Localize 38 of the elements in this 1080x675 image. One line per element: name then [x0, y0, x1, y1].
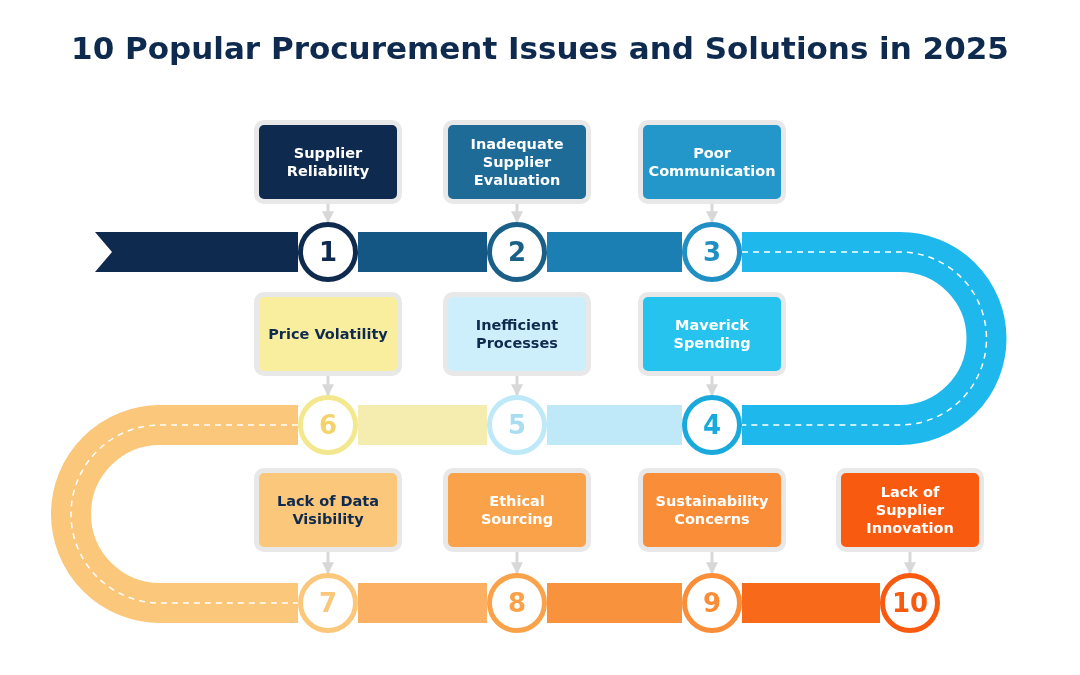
number-circle: 6	[298, 395, 358, 455]
number-circle: 1	[298, 222, 358, 282]
callout-box: Price Volatility	[254, 292, 402, 376]
callout-box: Sustainability Concerns	[638, 468, 786, 552]
callout-pointer	[322, 204, 334, 224]
callout-box: Lack of Data Visibility	[254, 468, 402, 552]
number-circle: 9	[682, 573, 742, 633]
number-circle: 4	[682, 395, 742, 455]
callout-pointer	[706, 204, 718, 224]
callout-box: Inadequate Supplier Evaluation	[443, 120, 591, 204]
callout-pointer	[706, 552, 718, 575]
callout-pointer	[706, 376, 718, 397]
callout-box: Poor Communication	[638, 120, 786, 204]
road-segment	[358, 405, 487, 445]
number-circle: 8	[487, 573, 547, 633]
number-circle: 5	[487, 395, 547, 455]
road-segment	[742, 583, 880, 623]
number-circle: 7	[298, 573, 358, 633]
road-segment	[547, 405, 682, 445]
road-segment	[741, 232, 1007, 445]
callout-box: Supplier Reliability	[254, 120, 402, 204]
callout-pointer	[322, 552, 334, 575]
callout-pointer	[904, 552, 916, 575]
callout-pointer	[322, 376, 334, 397]
callout-pointer	[511, 376, 523, 397]
callout-box: Maverick Spending	[638, 292, 786, 376]
road-segment	[358, 583, 487, 623]
number-circle: 10	[880, 573, 940, 633]
road-segment	[51, 405, 299, 623]
number-circle: 2	[487, 222, 547, 282]
road-segment	[358, 232, 487, 272]
callout-box: Inefficient Processes	[443, 292, 591, 376]
title: 10 Popular Procurement Issues and Solutions in 2025	[70, 30, 1010, 66]
number-circle: 3	[682, 222, 742, 282]
road-segment	[547, 583, 682, 623]
callout-box: Lack of Supplier Innovation	[836, 468, 984, 552]
callout-pointer	[511, 204, 523, 224]
callout-box: Ethical Sourcing	[443, 468, 591, 552]
